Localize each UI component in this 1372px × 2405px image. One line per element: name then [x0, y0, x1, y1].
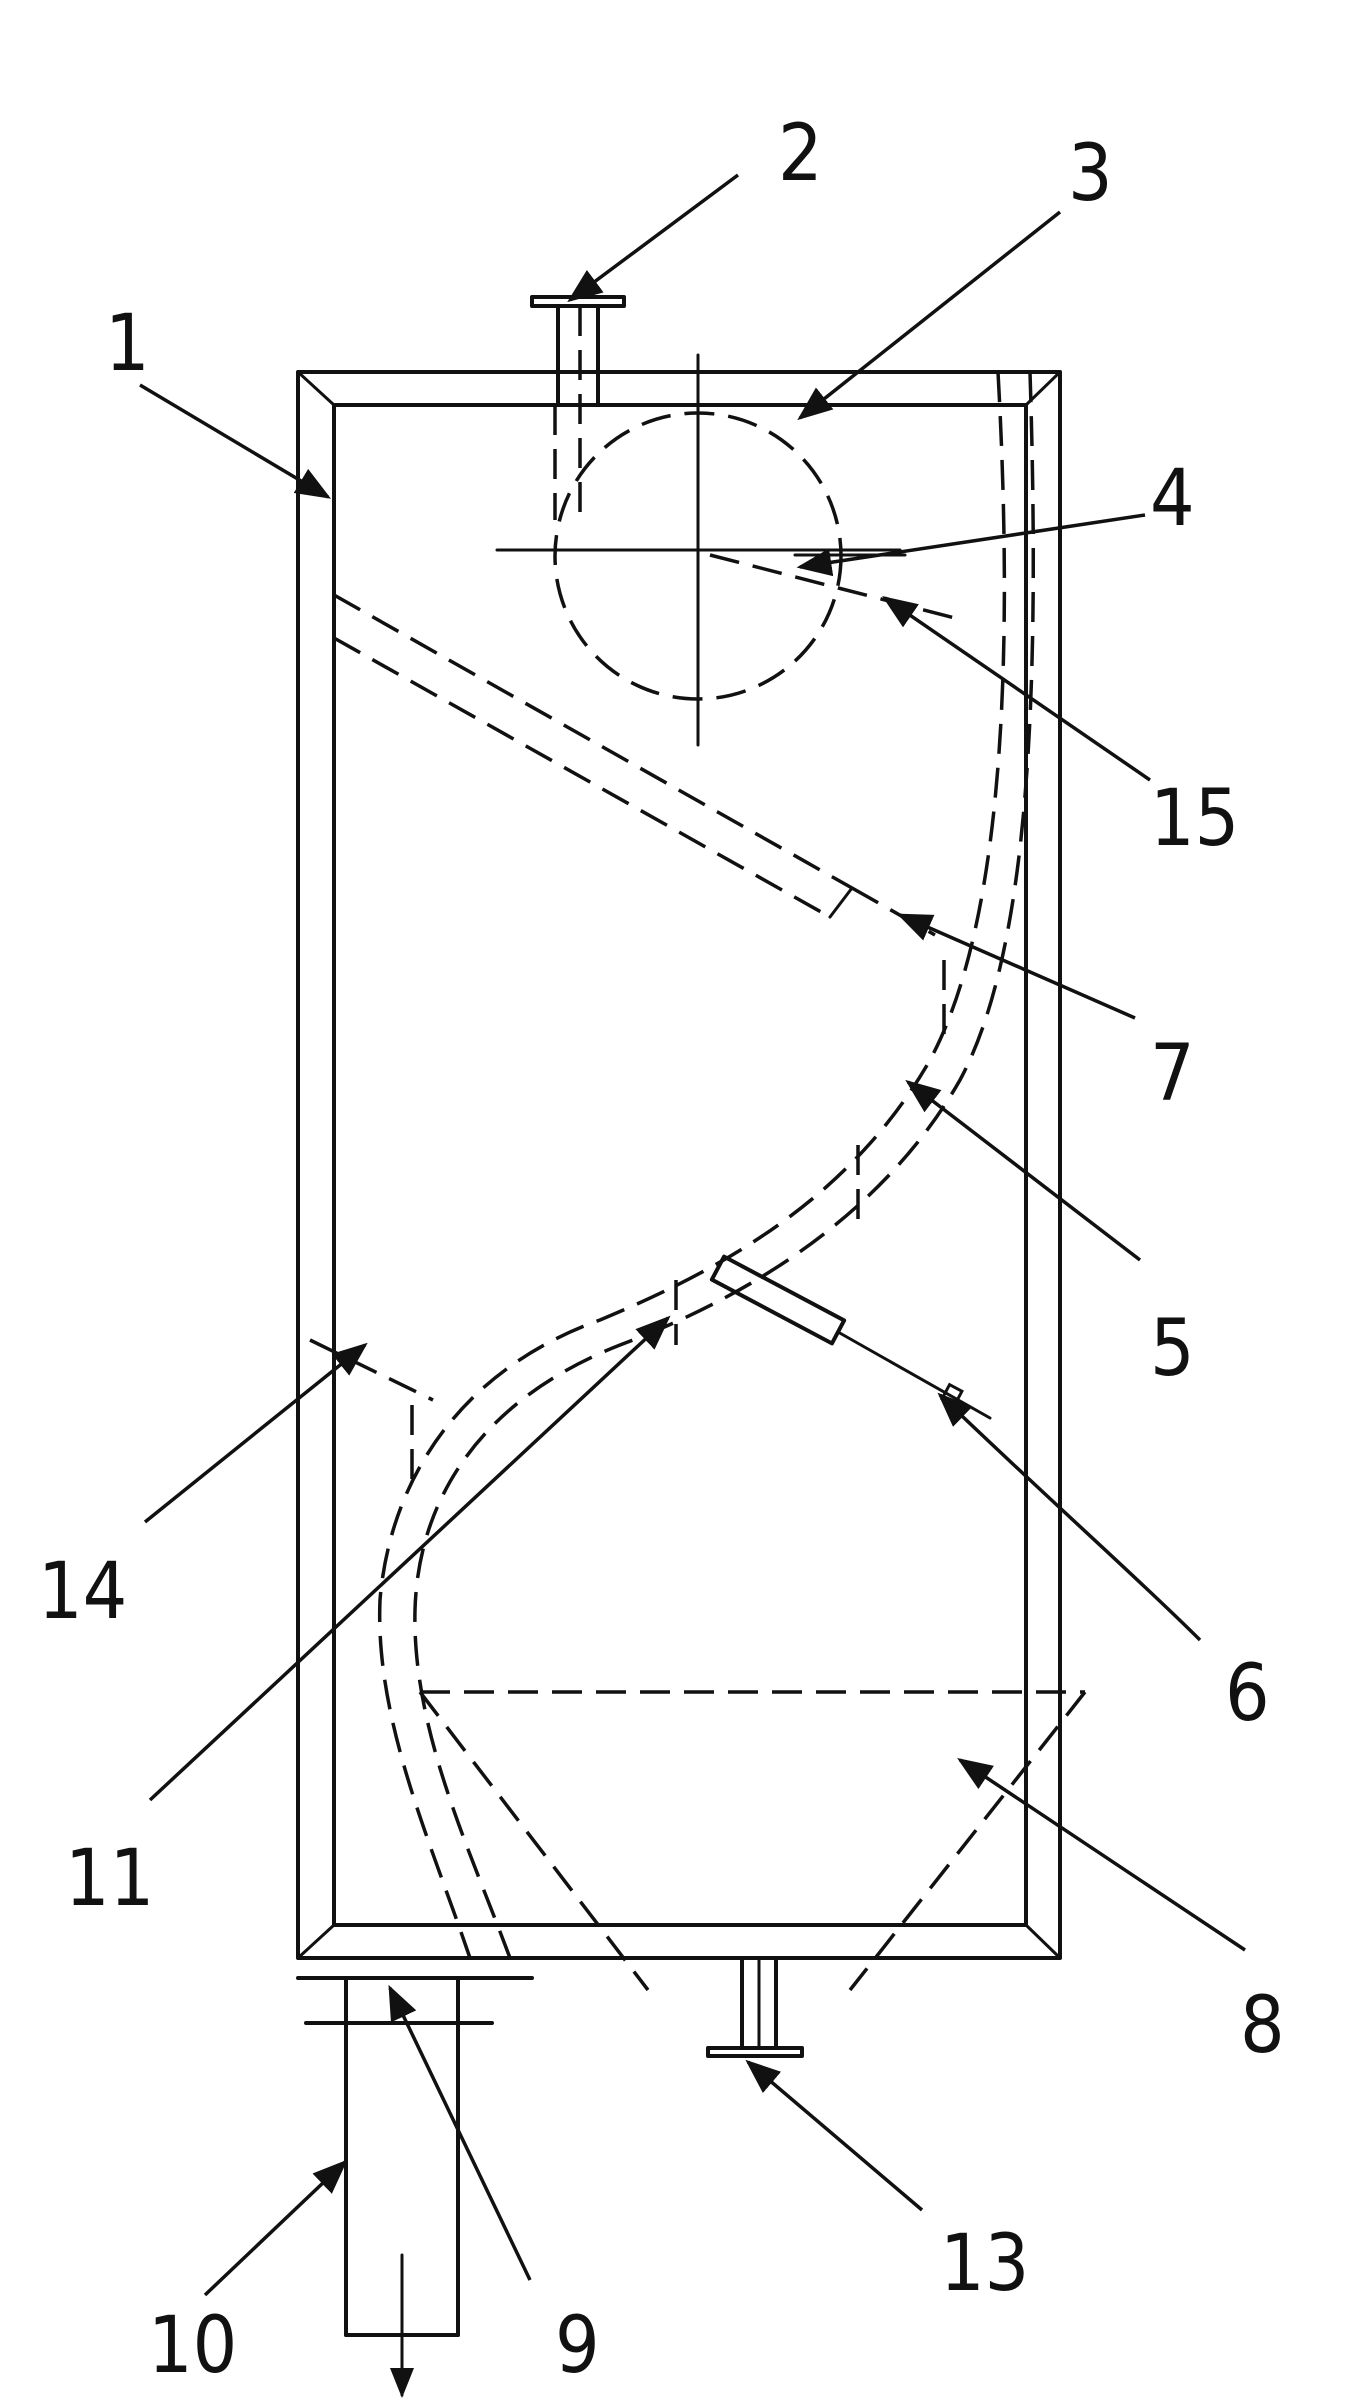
leader-lines [139, 173, 1246, 2297]
bottom-outlet [296, 1976, 534, 2398]
bottom-drain-nozzle [706, 1956, 804, 2058]
lateral-nozzle [709, 1254, 992, 1420]
callout-10: 10 [148, 2301, 237, 2391]
callout-7: 7 [1150, 1029, 1195, 1119]
callout-15: 15 [1150, 774, 1239, 864]
small-baffle [309, 1338, 434, 1402]
callout-4: 4 [1150, 454, 1195, 544]
callout-6: 6 [1225, 1649, 1270, 1739]
separator-circle [495, 353, 956, 747]
callout-11: 11 [65, 1834, 154, 1924]
callout-3: 3 [1068, 129, 1113, 219]
spiral-channel [377, 371, 1036, 1959]
callout-9: 9 [555, 2301, 600, 2391]
top-inlet-nozzle [530, 295, 626, 520]
vessel-body [296, 370, 1062, 1960]
callout-2: 2 [778, 109, 823, 199]
callout-8: 8 [1240, 1981, 1285, 2071]
callout-5: 5 [1150, 1304, 1195, 1394]
callout-14: 14 [38, 1547, 127, 1637]
callout-13: 13 [940, 2219, 1029, 2309]
callout-1: 1 [105, 299, 150, 389]
inclined-baffle [333, 593, 936, 937]
cone-bottom [418, 1690, 1087, 1992]
callout-labels: 1 2 3 4 15 7 5 6 8 14 11 13 10 9 [38, 109, 1285, 2391]
